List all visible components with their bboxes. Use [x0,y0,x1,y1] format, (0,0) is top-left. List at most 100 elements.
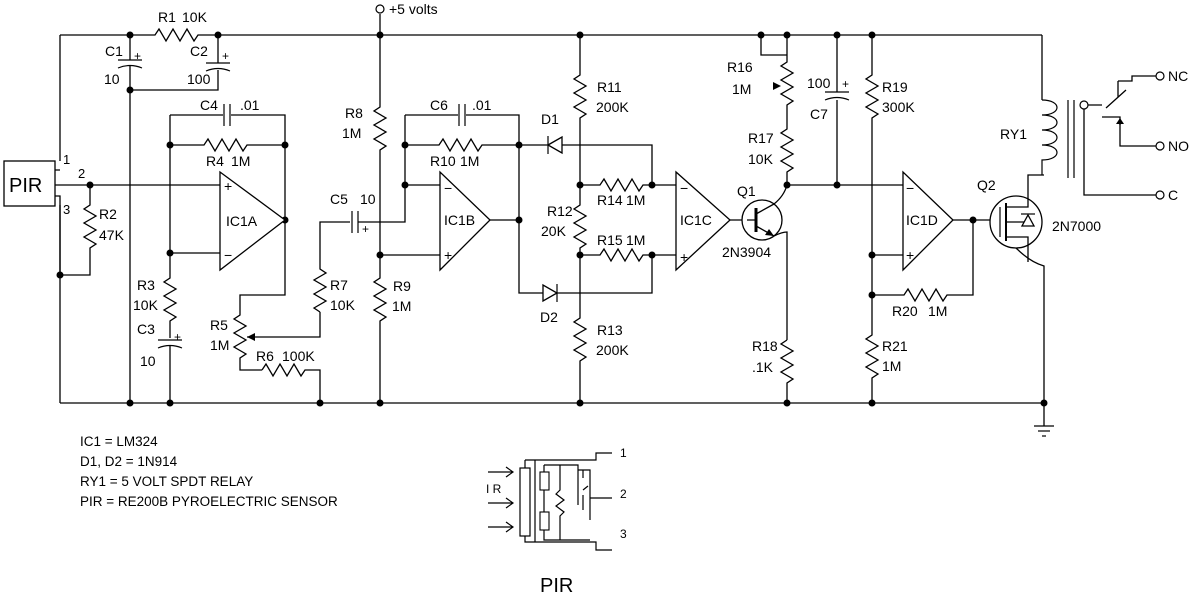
pir_detail-pins-0-text: 1 [620,446,627,460]
opamp-ic1b [439,170,491,272]
opamp_signs-minus-text: − [906,180,914,196]
note-diodes: D1, D2 = 1N914 [80,454,178,469]
components-r3-value-text: 10K [133,297,159,313]
components-r9-value-text: 1M [392,298,411,314]
components-r13-ref-text: R13 [597,322,623,338]
components-r7-ref-text: R7 [330,277,348,293]
components-c7-ref-text: C7 [810,106,828,122]
pir-detail-drawing: I R 1 2 3 PIR [486,446,627,597]
stage-ic1b: C6 .01 R10 1M − + IC1B [401,97,543,294]
components-r20-ref-text: R20 [892,303,918,319]
components-c6-value-text: .01 [472,97,492,113]
opamp_signs-plus-text: + [444,247,452,263]
pir_detail-pins-1-text: 2 [620,487,627,501]
components-c2-value-text: 100 [187,71,211,87]
components-r6-ref-text: R6 [256,348,274,364]
components-r14-value-text: 1M [626,192,645,208]
components-r12-value-text: 20K [541,223,567,239]
pir-pin-1: 1 [63,152,70,167]
components-ry1-ref-text: RY1 [1000,126,1027,142]
components-r16-value-text: 1M [732,81,751,97]
components-r13-value-text: 200K [596,342,629,358]
opamp_signs-minus-text: − [224,247,232,263]
components-r2-ref-text: R2 [99,206,117,222]
gain-pot: R5 1M R6 100K R7 10K [210,220,356,407]
components-r2-value-text: 47K [99,227,125,243]
components-r11-ref-text: R11 [597,79,622,95]
components-r12-ref-text: R12 [547,203,573,219]
components-r9-ref-text: R9 [393,278,411,294]
components-r1-value-text: 10K [182,9,208,25]
components-r11-value-text: 200K [596,99,629,115]
input-filter: C1 + 10 R1 10K C2 + 100 [104,9,231,407]
components-q1-value-text: 2N3904 [722,244,771,260]
components-r1-ref-text: R1 [158,9,176,25]
components-r5-value-text: 1M [210,337,229,353]
opamp_signs-plus-text: + [906,247,914,263]
components-r15-value-text: 1M [626,232,645,248]
components-c3-ref-text: C3 [137,321,155,337]
components-r15-ref-text: R15 [597,232,623,248]
bias-divider: R8 1M R9 1M [342,31,440,407]
components-r7-value-text: 10K [330,297,356,313]
opamp-ic1d [902,170,954,272]
components-c7-value-text: 100 [807,75,831,91]
note-pir: PIR = RE200B PYROELECTRIC SENSOR [80,494,338,509]
components-r19-ref-text: R19 [882,79,908,95]
components-r10-value-text: 1M [460,153,479,169]
pir-pin-2: 2 [78,166,85,181]
components-c4-value-text: .01 [240,97,260,113]
components-r10-ref-text: R10 [430,153,456,169]
components-c1-ref-text: C1 [105,43,123,59]
components-r19-value-text: 300K [882,99,915,115]
q1-collector-network: R16 1M R17 10K R18 .1K [727,31,837,407]
components-r20-value-text: 1M [928,303,947,319]
components-r14-ref-text: R14 [597,192,623,208]
cap_plus-text: + [222,49,229,63]
components-r5-ref-text: R5 [210,317,228,333]
stage-ic1a: C4 .01 R4 1M + − IC1A R3 10K C3 + 10 [90,97,289,407]
pir-block-label: PIR [9,175,42,197]
ground-symbol [1015,247,1054,437]
components-r21-value-text: 1M [882,358,901,374]
components-r6-value-text: 100K [282,348,315,364]
capacitor-c7: 100 + C7 [807,31,903,189]
stage-ic1c: − + IC1C [675,170,747,272]
notes: IC1 = LM324 D1, D2 = 1N914 RY1 = 5 VOLT … [80,434,338,509]
window-divider: R11 200K R12 20K R13 200K R14 1M R15 1M [541,31,676,407]
pir-detail-ir-label: I R [486,482,502,496]
stage-ic1d: R19 300K R21 1M R20 1M − + IC1D [864,31,1000,407]
components-c4-ref-text: C4 [200,97,218,113]
cap_plus-text: + [842,77,849,91]
components-c5-value-text: 10 [360,191,376,207]
components-c5-ref-text: C5 [330,191,348,207]
components-r16-ref-text: R16 [727,59,753,75]
components-r4-value-text: 1M [231,153,250,169]
components-r3-ref-text: R3 [137,277,155,293]
components-r8-value-text: 1M [342,125,361,141]
components-ic1d-ref-text: IC1D [906,212,938,228]
supply-label: +5 volts [389,1,438,17]
mosfet-q2: Q2 2N7000 [977,174,1101,262]
capacitor-c5: C5 10 + [330,185,406,236]
components-ic1a-ref-text: IC1A [226,213,258,229]
relay-ry1: RY1 NC NO C [1000,35,1189,203]
note-relay: RY1 = 5 VOLT SPDT RELAY [80,474,253,489]
components-r18-value-text: .1K [752,359,774,375]
opamp-ic1c [675,170,731,272]
opamp-ic1a [219,170,287,272]
pir-pin-3: 3 [63,202,70,217]
components-c6-ref-text: C6 [430,97,448,113]
components-d1-ref-text: D1 [541,111,559,127]
components-c2-ref-text: C2 [190,43,208,59]
relay_contacts-no-text: NO [1168,138,1189,154]
components-r17-ref-text: R17 [748,130,774,146]
relay_contacts-c-text: C [1168,187,1178,203]
diode-d2: D2 [540,255,653,325]
cap_plus-text: + [134,49,141,63]
cap_plus-text: + [362,222,369,236]
pir-block: PIR 1 2 3 [3,152,90,275]
components-r4-ref-text: R4 [206,153,224,169]
components-ic1c-ref-text: IC1C [680,212,712,228]
components-q2-ref-text: Q2 [977,177,996,193]
